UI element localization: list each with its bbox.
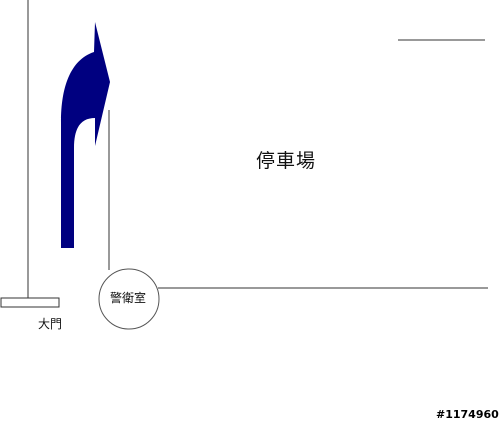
parking-lot-label: 停車場 <box>256 150 317 172</box>
guard-room-circle <box>98 268 160 330</box>
main-gate-label: 大門 <box>38 317 63 331</box>
guard-room-label: 警衛室 <box>109 291 146 305</box>
image-reference-number: #1174960 <box>436 408 499 421</box>
direction-arrow-icon <box>61 22 110 248</box>
gate-bar <box>0 297 60 308</box>
